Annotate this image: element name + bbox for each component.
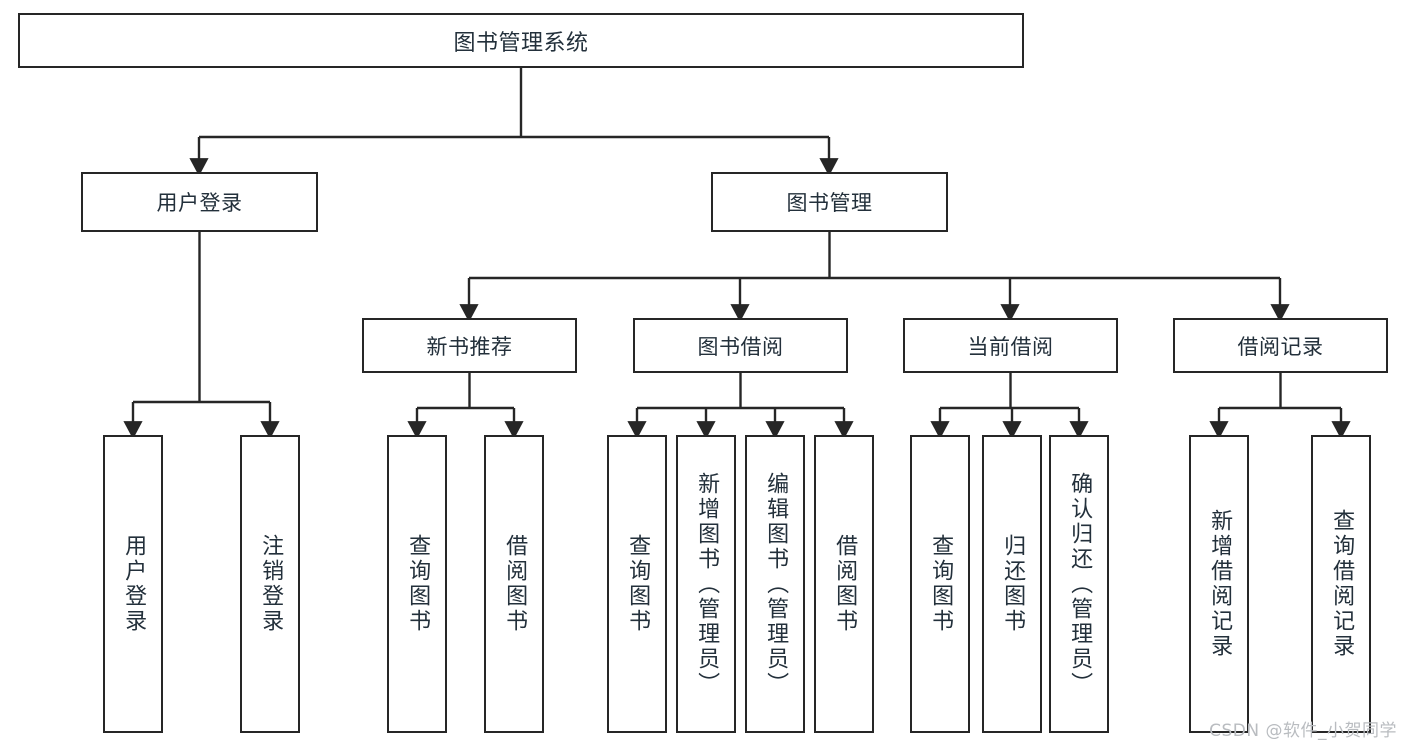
watermark: CSDN @软件_小贺同学 [1209,721,1397,741]
node-leaf-borrow-book-2-label: 借阅图书 [832,534,858,634]
node-current-borrow-label: 当前借阅 [967,334,1054,359]
node-book-borrow[interactable]: 图书借阅 [633,318,848,373]
node-borrow-record-label: 借阅记录 [1237,334,1324,359]
node-new-book-recommend[interactable]: 新书推荐 [362,318,577,373]
node-leaf-borrow-book-1-label: 借阅图书 [502,534,528,634]
node-leaf-query-book-2-label: 查询图书 [625,534,651,634]
node-leaf-query-book-1-label: 查询图书 [405,534,431,634]
node-leaf-add-book-label: 新增图书（管理员） [694,471,720,697]
node-book-manage[interactable]: 图书管理 [711,172,948,232]
node-leaf-borrow-book-1[interactable]: 借阅图书 [484,435,544,733]
node-leaf-logout[interactable]: 注销登录 [240,435,300,733]
node-leaf-edit-book-label: 编辑图书（管理员） [763,471,789,697]
node-leaf-confirm-return[interactable]: 确认归还（管理员） [1049,435,1109,733]
node-book-borrow-label: 图书借阅 [697,334,784,359]
node-current-borrow[interactable]: 当前借阅 [903,318,1118,373]
node-leaf-return-book-label: 归还图书 [1000,534,1026,634]
node-leaf-query-book-1[interactable]: 查询图书 [387,435,447,733]
node-leaf-add-book[interactable]: 新增图书（管理员） [676,435,736,733]
node-leaf-query-record-label: 查询借阅记录 [1329,509,1355,659]
node-leaf-borrow-book-2[interactable]: 借阅图书 [814,435,874,733]
node-leaf-query-book-2[interactable]: 查询图书 [607,435,667,733]
node-root[interactable]: 图书管理系统 [18,13,1024,68]
node-leaf-confirm-return-label: 确认归还（管理员） [1067,471,1093,697]
node-borrow-record[interactable]: 借阅记录 [1173,318,1388,373]
node-leaf-logout-label: 注销登录 [258,534,284,634]
node-leaf-user-login-label: 用户登录 [121,534,147,634]
node-user-login-label: 用户登录 [156,191,243,215]
node-leaf-query-book-3[interactable]: 查询图书 [910,435,970,733]
node-user-login[interactable]: 用户登录 [81,172,318,232]
node-leaf-query-record[interactable]: 查询借阅记录 [1311,435,1371,733]
node-new-book-recommend-label: 新书推荐 [426,334,513,359]
node-book-manage-label: 图书管理 [786,191,873,215]
node-leaf-add-record-label: 新增借阅记录 [1207,509,1233,659]
node-leaf-query-book-3-label: 查询图书 [928,534,954,634]
node-leaf-user-login[interactable]: 用户登录 [103,435,163,733]
node-leaf-edit-book[interactable]: 编辑图书（管理员） [745,435,805,733]
node-root-label: 图书管理系统 [453,30,589,56]
node-leaf-add-record[interactable]: 新增借阅记录 [1189,435,1249,733]
node-leaf-return-book[interactable]: 归还图书 [982,435,1042,733]
